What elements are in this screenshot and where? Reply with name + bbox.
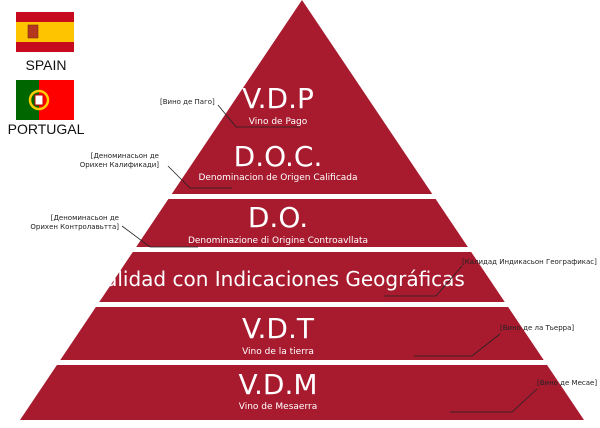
tier-subtitle: Vino de la tierra	[242, 347, 314, 357]
annotation-leader-lines	[121, 104, 538, 413]
annotation-line: Орихен Калификади]	[80, 161, 159, 169]
spain-flag-bottom-stripe	[16, 42, 74, 52]
tier-title: D.O.	[248, 201, 308, 234]
annotation-line: [Вино де Паго]	[160, 98, 215, 106]
annotation-leader-line	[414, 333, 501, 357]
annotation-line: [Вино де ла Тьерра]	[500, 324, 574, 332]
annotation-line: [Деноминасьон де	[51, 214, 119, 222]
tier-title: V.D.P	[242, 82, 314, 115]
pyramid-tier-1: V.D.P Vino de Pago	[210, 0, 394, 136]
spain-flag-icon	[16, 12, 74, 52]
pyramid-tier-shape	[60, 307, 544, 360]
tier-annotation: [Вино де Месае]	[537, 379, 597, 387]
annotation-leader-line	[217, 104, 300, 128]
annotation-leader-line	[121, 225, 198, 248]
tier-annotation: [Вино де ла Тьерра]	[500, 324, 574, 332]
portugal-shield-icon	[34, 94, 44, 106]
spain-coat-of-arms-icon	[27, 24, 39, 39]
pyramid-tier-5: V.D.T Vino de la tierra	[60, 307, 544, 360]
pyramid-tier-shape	[210, 0, 394, 136]
tier-title: V.D.T	[242, 312, 315, 345]
tier-subtitle: Vino de Mesaerra	[239, 402, 317, 412]
tier-subtitle: Denominacion de Origen Calificada	[198, 173, 357, 183]
portugal-flag-icon	[16, 80, 74, 120]
annotation-leader-line	[167, 165, 232, 189]
portugal-label: PORTUGAL	[7, 121, 85, 137]
pyramid-tier-3: D.O. Denominazione di Origine Controavlla…	[136, 199, 468, 247]
annotation-leader-line	[450, 388, 538, 413]
pyramid-tier-shape	[171, 136, 433, 194]
annotation-line: [Калидад Индикасьон Географикас]	[462, 258, 597, 266]
tier-title: D.O.C.	[234, 140, 323, 173]
tier-annotation: [Вино де Паго]	[160, 98, 215, 106]
tier-annotation: [Калидад Индикасьон Географикас]	[462, 258, 597, 266]
annotation-line: [Деноминасьон де	[91, 152, 159, 160]
pyramid-tier-shape	[20, 365, 584, 420]
tier-subtitle: Vino de Pago	[249, 117, 308, 127]
portugal-armillary-sphere-icon	[28, 89, 50, 111]
annotation-line: Орихен Контролавьтта]	[30, 223, 119, 231]
spain-label: SPAIN	[25, 57, 67, 73]
pyramid-tier-shape	[136, 199, 468, 247]
pyramid-tier-shape	[99, 252, 505, 302]
tier-subtitle: Denominazione di Origine Controavllata	[188, 236, 368, 246]
pyramid-tier-2: D.O.C.Denominacion de Origen Calificada	[171, 136, 433, 194]
spain-flag-top-stripe	[16, 12, 74, 22]
portugal-flag-green-field	[16, 80, 39, 120]
pyramid-tier-4: Calidad con Indicaciones Geográficas	[91, 252, 505, 302]
annotation-line: [Вино де Месае]	[537, 379, 597, 387]
spain-flag-middle-stripe	[16, 22, 74, 42]
annotation-leader-line	[384, 265, 463, 297]
tier-title: V.D.M	[238, 368, 317, 401]
portugal-flag-red-field	[39, 80, 74, 120]
tier-title: Calidad con Indicaciones Geográficas	[91, 267, 465, 291]
